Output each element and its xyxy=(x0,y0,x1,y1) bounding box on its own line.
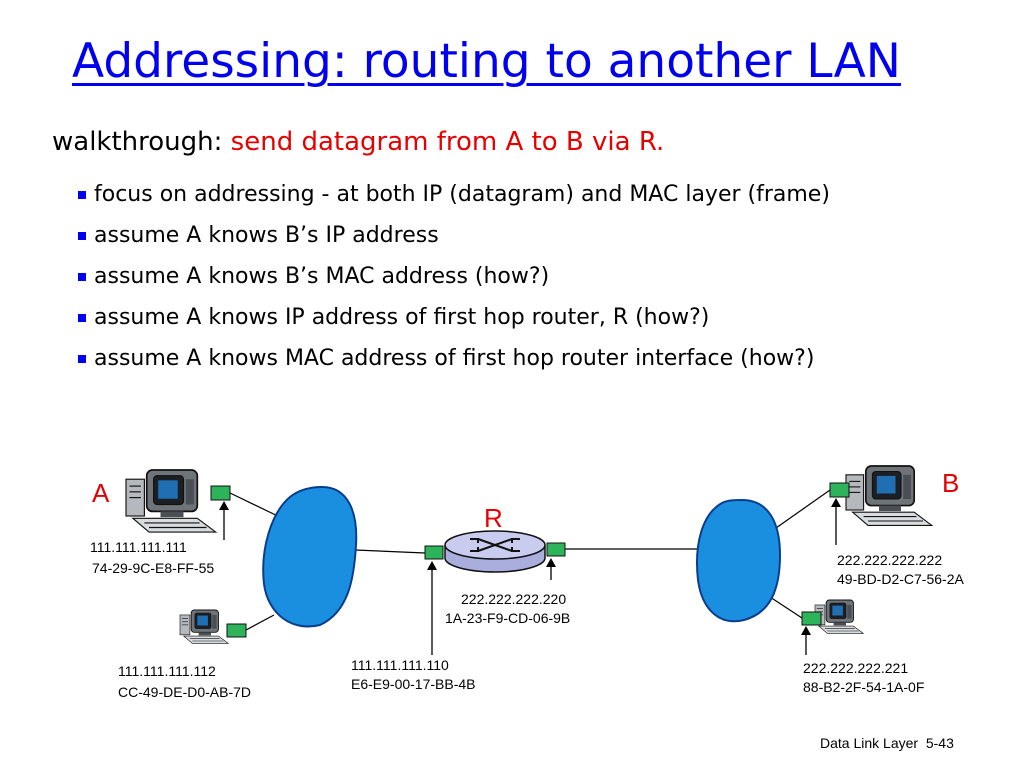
bullet-item: assume A knows B’s IP address xyxy=(78,215,830,256)
bullet-item: focus on addressing - at both IP (datagr… xyxy=(78,174,830,215)
router xyxy=(444,530,546,573)
host-a2-computer-icon xyxy=(179,609,229,644)
interface-card-a xyxy=(210,485,231,501)
host-b-label: B xyxy=(942,468,959,498)
host-a-mac: 74-29-9C-E8-FF-55 xyxy=(92,560,214,576)
host-b-computer-icon xyxy=(845,465,933,527)
host-a2-ip: 111.111.111.112 xyxy=(118,663,216,679)
router-label: R xyxy=(484,503,503,533)
walkthrough-highlight: send datagram from A to B via R. xyxy=(230,127,665,157)
router-left-mac: E6-E9-00-17-BB-4B xyxy=(351,676,476,692)
interface-card-a2 xyxy=(226,623,247,638)
host-b-ip: 222.222.222.222 xyxy=(837,552,942,568)
router-right-ip: 222.222.222.220 xyxy=(461,591,566,607)
bullet-item: assume A knows B’s MAC address (how?) xyxy=(78,256,830,297)
bullet-list: focus on addressing - at both IP (datagr… xyxy=(78,174,830,379)
pointer-arrows xyxy=(219,498,841,655)
footer-section: Data Link Layer xyxy=(820,735,919,751)
slide-footer: Data Link Layer 5-43 xyxy=(820,735,954,751)
bullet-text: assume A knows B’s MAC address (how?) xyxy=(94,263,550,289)
bullet-text: assume A knows MAC address of first hop … xyxy=(94,345,815,371)
footer-page-number: 5-43 xyxy=(925,735,954,751)
slide-title: Addressing: routing to another LAN xyxy=(72,34,901,89)
host-b2-ip: 222.222.222.221 xyxy=(803,660,908,676)
square-bullet-icon xyxy=(78,313,86,322)
host-a-label: A xyxy=(92,478,110,508)
interface-card-b2 xyxy=(801,611,822,626)
bullet-text: assume A knows B’s IP address xyxy=(94,222,439,248)
interface-card-router-right xyxy=(546,542,566,557)
walkthrough-label: walkthrough: xyxy=(52,127,231,157)
square-bullet-icon xyxy=(78,231,86,240)
square-bullet-icon xyxy=(78,354,86,363)
lan-cloud-right xyxy=(696,498,782,623)
host-a-computer-icon xyxy=(125,469,217,533)
bullet-item: assume A knows MAC address of first hop … xyxy=(78,338,830,379)
host-a2-mac: CC-49-DE-D0-AB-7D xyxy=(118,684,251,700)
host-b-mac: 49-BD-D2-C7-56-2A xyxy=(837,571,964,587)
host-b2-mac: 88-B2-2F-54-1A-0F xyxy=(803,679,924,695)
bullet-text: focus on addressing - at both IP (datagr… xyxy=(94,181,830,207)
router-right-mac: 1A-23-F9-CD-06-9B xyxy=(445,610,570,626)
bullet-text: assume A knows IP address of first hop r… xyxy=(94,304,710,330)
interface-card-router-left xyxy=(424,545,444,560)
interface-card-b xyxy=(829,482,850,498)
interface-cards xyxy=(210,482,850,638)
walkthrough-line: walkthrough: send datagram from A to B v… xyxy=(52,127,664,157)
square-bullet-icon xyxy=(78,272,86,281)
lan-cloud-left xyxy=(262,485,358,628)
host-a-ip: 111.111.111.111 xyxy=(90,539,187,555)
router-left-ip: 111.111.111.110 xyxy=(351,657,449,673)
bullet-item: assume A knows IP address of first hop r… xyxy=(78,297,830,338)
square-bullet-icon xyxy=(78,190,86,199)
router-arrows-icon xyxy=(470,538,520,552)
host-b2-computer-icon xyxy=(814,599,864,634)
